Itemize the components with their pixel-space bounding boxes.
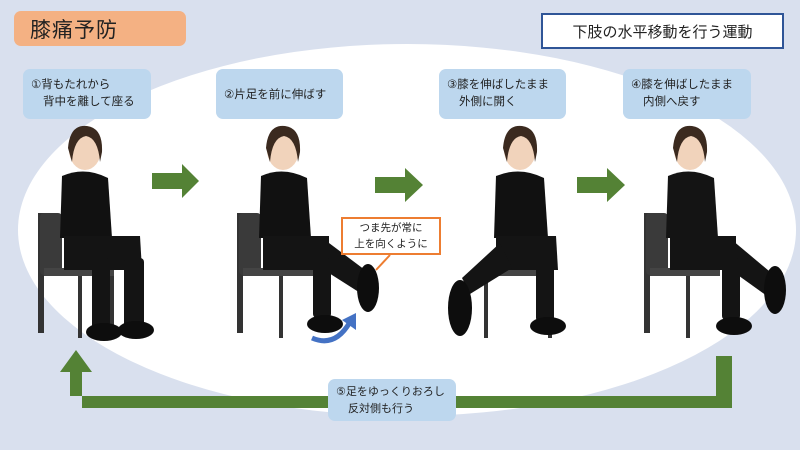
step-4-label: ④膝を伸ばしたまま 内側へ戻す: [623, 69, 751, 119]
person-figure-3: [448, 125, 566, 338]
step-1-line2: 背中を離して座る: [43, 94, 135, 108]
step-5-label: ⑤足をゆっくりおろし 反対側も行う: [328, 379, 456, 421]
person-figure-1: [38, 125, 154, 341]
callout-line1: つま先が常に: [359, 222, 423, 234]
step-4-line2: 内側へ戻す: [643, 94, 701, 108]
right-arrow-1: [152, 164, 199, 198]
step-3-label: ③膝を伸ばしたまま 外側に開く: [439, 69, 566, 119]
right-arrow-3: [577, 168, 625, 202]
step-3-line1: ③膝を伸ばしたまま: [447, 77, 549, 91]
subtitle-box: 下肢の水平移動を行う運動: [541, 13, 784, 49]
toe-direction-callout: つま先が常に 上を向くように: [341, 217, 441, 255]
page-title: 膝痛予防: [30, 17, 118, 42]
step-5-line1: ⑤足をゆっくりおろし: [336, 385, 445, 398]
step-4-line1: ④膝を伸ばしたまま: [631, 77, 733, 91]
step-2-line1: ②片足を前に伸ばす: [224, 86, 327, 101]
rotation-arrow-icon: [311, 320, 353, 344]
person-figure-2: [237, 125, 379, 338]
step-1-label: ①背もたれから 背中を離して座る: [23, 69, 151, 119]
title-banner: 膝痛予防: [14, 11, 186, 46]
step-2-label: ②片足を前に伸ばす: [216, 69, 343, 119]
person-figure-4: [644, 125, 786, 338]
step-3-line2: 外側に開く: [459, 94, 517, 108]
page-subtitle: 下肢の水平移動を行う運動: [572, 22, 753, 41]
right-arrow-2: [375, 168, 423, 202]
callout-line2: 上を向くように: [354, 238, 428, 250]
step-1-line1: ①背もたれから: [31, 77, 111, 91]
step-5-line2: 反対側も行う: [348, 402, 414, 415]
